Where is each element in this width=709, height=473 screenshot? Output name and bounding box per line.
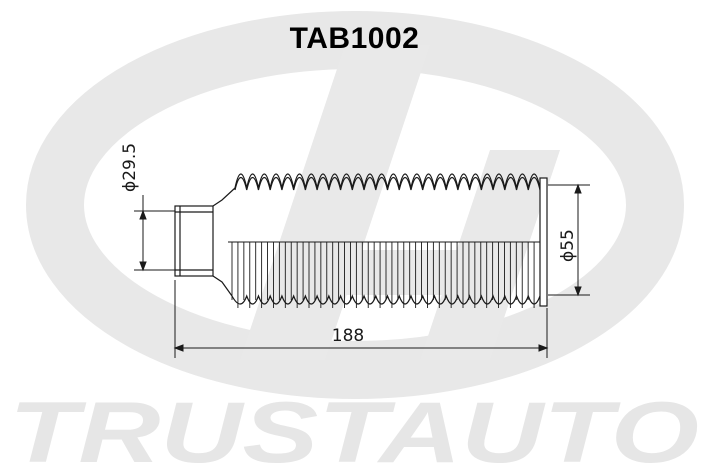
bellows-inner-profile (234, 176, 541, 191)
brand-watermark: TRUSTAUTO (9, 385, 699, 473)
ta-monogram-logo (26, 11, 684, 399)
overall-length-dimension (173, 280, 549, 358)
steering-boot-drawing (174, 177, 548, 307)
part-number-title: TAB1002 (289, 22, 420, 55)
small-diameter-dimension (134, 195, 175, 272)
small-diameter-label: ϕ29.5 (120, 143, 140, 192)
large-diameter-label: ϕ55 (558, 229, 578, 262)
large-diameter-dimension (548, 183, 590, 297)
overall-length-label: 188 (332, 326, 364, 346)
